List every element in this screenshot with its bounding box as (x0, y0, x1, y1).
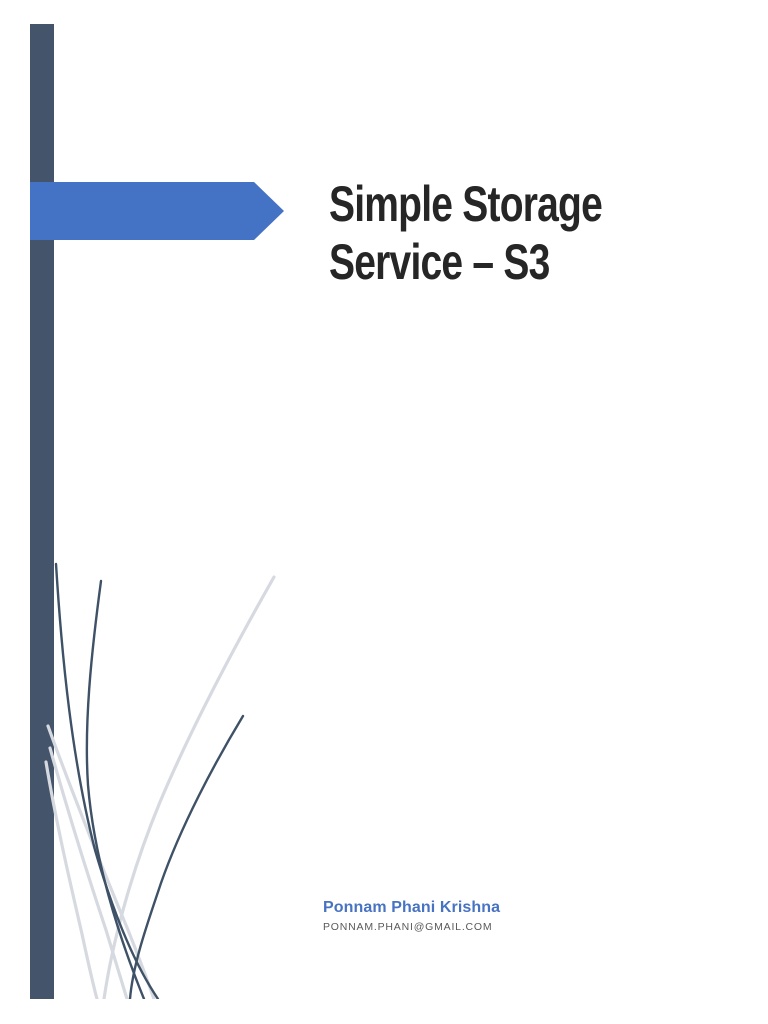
curve-dark-2 (85, 579, 146, 999)
curve-dark-1 (54, 562, 160, 999)
title-line-2: Service – S3 (329, 234, 550, 290)
cover-accent-bar (30, 24, 54, 999)
author-email: PONNAM.PHANI@GMAIL.COM (323, 921, 493, 933)
author-block: Ponnam Phani Krishna PONNAM.PHANI@GMAIL.… (323, 898, 500, 934)
curve-light-arc (102, 575, 276, 999)
cover-arrow-banner (30, 182, 284, 240)
curve-light-fan-1 (46, 724, 156, 999)
curve-light-fan-2 (48, 746, 129, 999)
author-name: Ponnam Phani Krishna (323, 899, 501, 916)
curve-dark-arc (128, 714, 245, 999)
document-title: Simple Storage Service – S3 (329, 175, 603, 291)
title-line-1: Simple Storage (329, 176, 603, 232)
